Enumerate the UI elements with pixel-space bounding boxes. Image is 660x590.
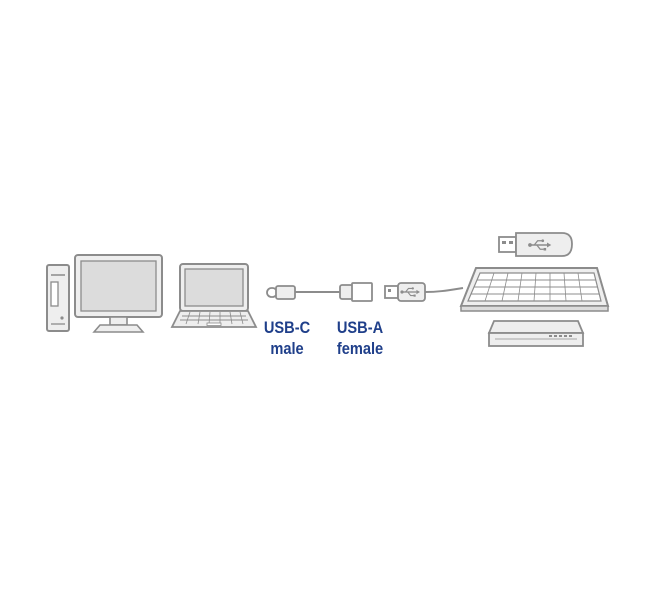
laptop-icon	[170, 263, 258, 328]
usb-a-plug-icon	[384, 282, 426, 302]
label-line-1: USB-C	[263, 318, 311, 337]
hub-box-icon	[487, 320, 585, 347]
keyboard-icon	[459, 267, 610, 312]
usb-flash-drive-icon	[498, 232, 573, 257]
usb-a-socket-icon	[339, 282, 373, 302]
cable	[424, 287, 464, 293]
usb-c-plug-icon	[266, 285, 296, 300]
label-line-2: female	[336, 339, 384, 358]
usb-c-male-label: USB-C male	[257, 317, 317, 359]
usb-a-female-label: USB-A female	[330, 317, 390, 359]
monitor-icon	[74, 254, 163, 333]
desktop-tower-icon	[46, 264, 70, 332]
label-line-2: male	[270, 339, 304, 358]
label-line-1: USB-A	[336, 318, 384, 337]
